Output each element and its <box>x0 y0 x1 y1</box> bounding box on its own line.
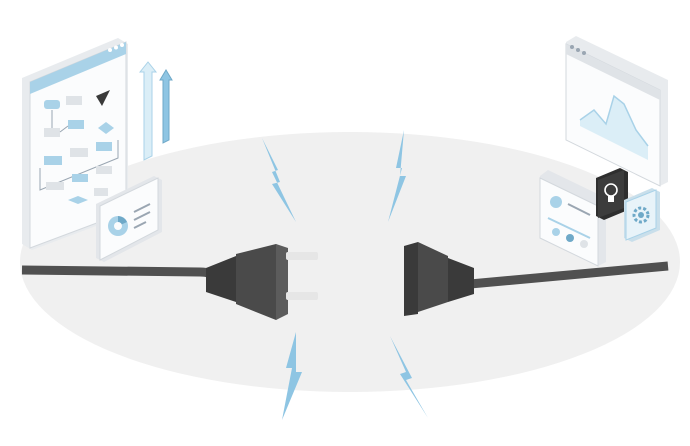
power-socket-icon <box>404 242 474 316</box>
lightbulb-icon <box>596 168 628 220</box>
gear-icon <box>624 188 660 242</box>
profile-card-icon <box>539 170 606 267</box>
upload-arrows-icon <box>138 61 173 161</box>
pie-chart-card-icon <box>96 176 162 262</box>
right-cable <box>469 261 669 289</box>
line-chart-window-icon <box>565 36 668 187</box>
lightning-bolt-icon <box>262 130 428 420</box>
floor-ellipse <box>20 132 680 392</box>
power-plug-icon <box>206 244 318 320</box>
flowchart-window-icon <box>22 38 128 250</box>
